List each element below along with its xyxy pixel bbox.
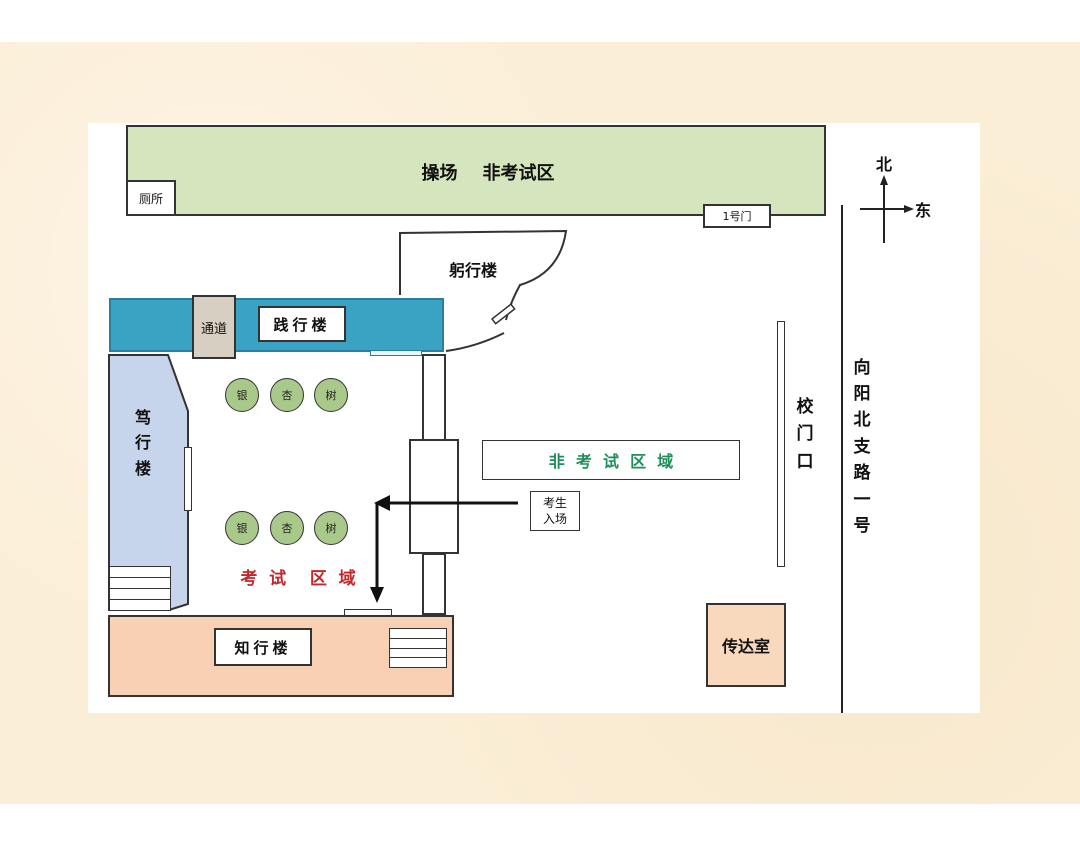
zhixing-stairs (389, 628, 447, 668)
playground-label: 操场 非考试区 (421, 163, 555, 184)
school-gate-label: 校 门 口 (791, 385, 819, 485)
gongxing-label: 躬行楼 (448, 261, 497, 280)
compass-north: 北 (875, 155, 892, 174)
corridor-north (422, 354, 446, 441)
ginkgo-tree: 杏 (270, 378, 304, 412)
duxing-char-1: 笃 (134, 407, 151, 427)
road-char: 路 (853, 463, 871, 484)
exam-zone-label: 考 试 区 域 (240, 568, 356, 589)
duxing-label: 笃 行 楼 (128, 393, 158, 493)
compass-icon (860, 175, 914, 243)
compass-east: 东 (914, 201, 931, 220)
entry-label-line1: 考生 (542, 495, 567, 510)
corridor-south (422, 553, 446, 615)
jianxing-doorway (370, 350, 422, 356)
ginkgo-tree: 树 (314, 378, 348, 412)
road-line (841, 205, 843, 713)
playground (126, 125, 826, 216)
campus-map: 操场 非考试区 厕所 1号门 躬行楼 通道 践行楼 笃 行 楼 银 杏 树 银 … (88, 123, 980, 713)
school-gate-char-2: 门 (796, 424, 814, 445)
road-char: 向 (853, 357, 871, 378)
guard-room: 传达室 (706, 603, 786, 687)
duxing-window (184, 447, 192, 511)
road-char: 号 (853, 515, 871, 536)
zhixing-label: 知行楼 (214, 628, 312, 666)
road-char: 阳 (853, 384, 871, 405)
entry-arrows (370, 495, 518, 603)
entry-label-line2: 入场 (542, 512, 567, 526)
school-gate-char-3: 口 (796, 451, 814, 472)
gongxing-building (399, 229, 568, 352)
toilet: 厕所 (126, 180, 176, 216)
ginkgo-tree: 树 (314, 511, 348, 545)
road-char: 北 (853, 410, 871, 431)
school-gate-bar (777, 321, 785, 567)
duxing-stairs (109, 566, 171, 611)
entrance-hall (409, 439, 459, 554)
entry-label: 考生 入场 (530, 491, 580, 531)
gate-1: 1号门 (703, 204, 771, 228)
duxing-char-3: 楼 (134, 458, 151, 478)
ginkgo-tree: 银 (225, 378, 259, 412)
road-label: 向 阳 北 支 路 一 号 (850, 321, 874, 573)
ginkgo-tree: 杏 (270, 511, 304, 545)
road-char: 一 (853, 489, 871, 510)
school-gate-char-1: 校 (796, 397, 814, 418)
jianxing-label: 践行楼 (258, 306, 346, 342)
duxing-char-2: 行 (134, 433, 151, 453)
road-char: 支 (853, 436, 871, 457)
passage: 通道 (192, 295, 236, 359)
ginkgo-tree: 银 (225, 511, 259, 545)
non-exam-zone-label: 非 考 试 区 域 (482, 440, 740, 480)
zhixing-doorway (344, 609, 392, 616)
